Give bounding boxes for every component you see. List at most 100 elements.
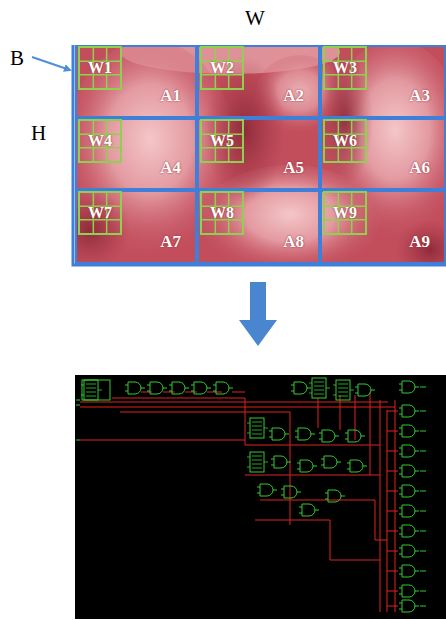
window-label: W5	[210, 132, 234, 150]
photo-tissue	[325, 45, 445, 240]
image-region: A2 W2	[197, 45, 320, 118]
wire	[380, 400, 381, 612]
region-label: A4	[160, 158, 181, 178]
image-region: A6 W6	[320, 118, 446, 190]
photo-shadow	[75, 190, 130, 263]
logic-gate	[257, 484, 277, 496]
image-region: A4 W4	[75, 118, 197, 190]
region-label: A5	[283, 158, 304, 178]
logic-gate	[399, 565, 419, 577]
pointer-arrow	[32, 57, 70, 70]
region-label: A9	[409, 232, 430, 252]
logic-gate	[295, 428, 315, 440]
logic-gate	[319, 430, 339, 442]
region-label: A7	[160, 232, 181, 252]
circuit-schematic	[75, 375, 446, 619]
photo-shadow	[205, 55, 285, 205]
logic-gate	[213, 382, 233, 394]
wire	[318, 395, 355, 440]
wire	[112, 398, 245, 445]
region-label: A6	[409, 158, 430, 178]
register-block	[82, 380, 110, 400]
flip-flop	[333, 380, 354, 400]
wire	[80, 407, 395, 408]
window-box: W6	[323, 119, 367, 163]
logic-gate	[355, 384, 375, 396]
logic-gate	[271, 456, 291, 468]
window-label: W3	[333, 59, 357, 77]
window-box: W4	[78, 119, 122, 163]
wire	[245, 445, 380, 446]
image-region: A5 W5	[197, 118, 320, 190]
down-arrow	[239, 282, 277, 346]
flip-flop	[247, 418, 268, 438]
wire	[245, 475, 380, 476]
port	[420, 387, 426, 606]
flip-flop	[309, 378, 330, 398]
image-region: A3 W3	[320, 45, 446, 118]
logic-gate	[299, 504, 319, 516]
wire	[387, 411, 398, 606]
wire	[370, 392, 371, 475]
photo-shadow	[317, 55, 373, 185]
window-label: W6	[333, 132, 357, 150]
logic-gate	[347, 460, 367, 472]
window-label: W8	[210, 204, 234, 222]
region-label: A8	[283, 232, 304, 252]
logic-gate	[399, 600, 419, 612]
register-block	[81, 380, 102, 400]
logic-gate	[169, 382, 189, 394]
schematic-panel	[75, 375, 446, 619]
image-region: A1 W1	[75, 45, 197, 118]
window-label: W7	[88, 204, 112, 222]
logic-gate	[399, 585, 419, 597]
logic-gate	[191, 382, 211, 394]
logic-gate	[147, 382, 167, 394]
window-box: W8	[200, 191, 244, 235]
image-region: A9 W9	[320, 190, 446, 264]
logic-gate	[399, 485, 419, 497]
window-label: W1	[88, 59, 112, 77]
logic-gate	[345, 430, 365, 442]
logic-gate	[269, 428, 289, 440]
logic-gate	[399, 505, 419, 517]
logic-gate	[399, 545, 419, 557]
wire	[80, 402, 388, 403]
image-region: A8 W8	[197, 190, 320, 264]
window-label: W2	[210, 59, 234, 77]
photo-shadow	[395, 220, 445, 263]
axis-label: B	[10, 46, 24, 71]
region-label: A3	[409, 86, 430, 106]
axis-label: H	[31, 121, 46, 146]
logic-gate	[125, 382, 145, 394]
wire	[141, 392, 245, 393]
logic-gate	[321, 456, 341, 468]
wire	[80, 440, 245, 441]
window-box: W1	[78, 46, 122, 90]
window-label: W9	[333, 204, 357, 222]
throat-photo	[75, 45, 445, 263]
logic-gate	[399, 445, 419, 457]
wire	[255, 520, 380, 560]
logic-gate	[399, 425, 419, 437]
wire	[120, 412, 290, 525]
port	[76, 400, 80, 440]
logic-gate	[297, 460, 317, 472]
logic-gate	[399, 525, 419, 537]
window-box: W7	[78, 191, 122, 235]
wires	[80, 392, 398, 612]
logic-gate	[291, 382, 311, 394]
logic-gate	[399, 465, 419, 477]
logic-gate	[325, 490, 345, 502]
region-label: A1	[160, 86, 181, 106]
grid-border	[73, 45, 446, 265]
logic-gate	[399, 381, 419, 393]
region-label: A2	[283, 86, 304, 106]
window-box: W5	[200, 119, 244, 163]
window-label: W4	[88, 132, 112, 150]
flip-flop	[247, 452, 268, 472]
wire	[395, 400, 396, 612]
logic-gate	[281, 486, 301, 498]
